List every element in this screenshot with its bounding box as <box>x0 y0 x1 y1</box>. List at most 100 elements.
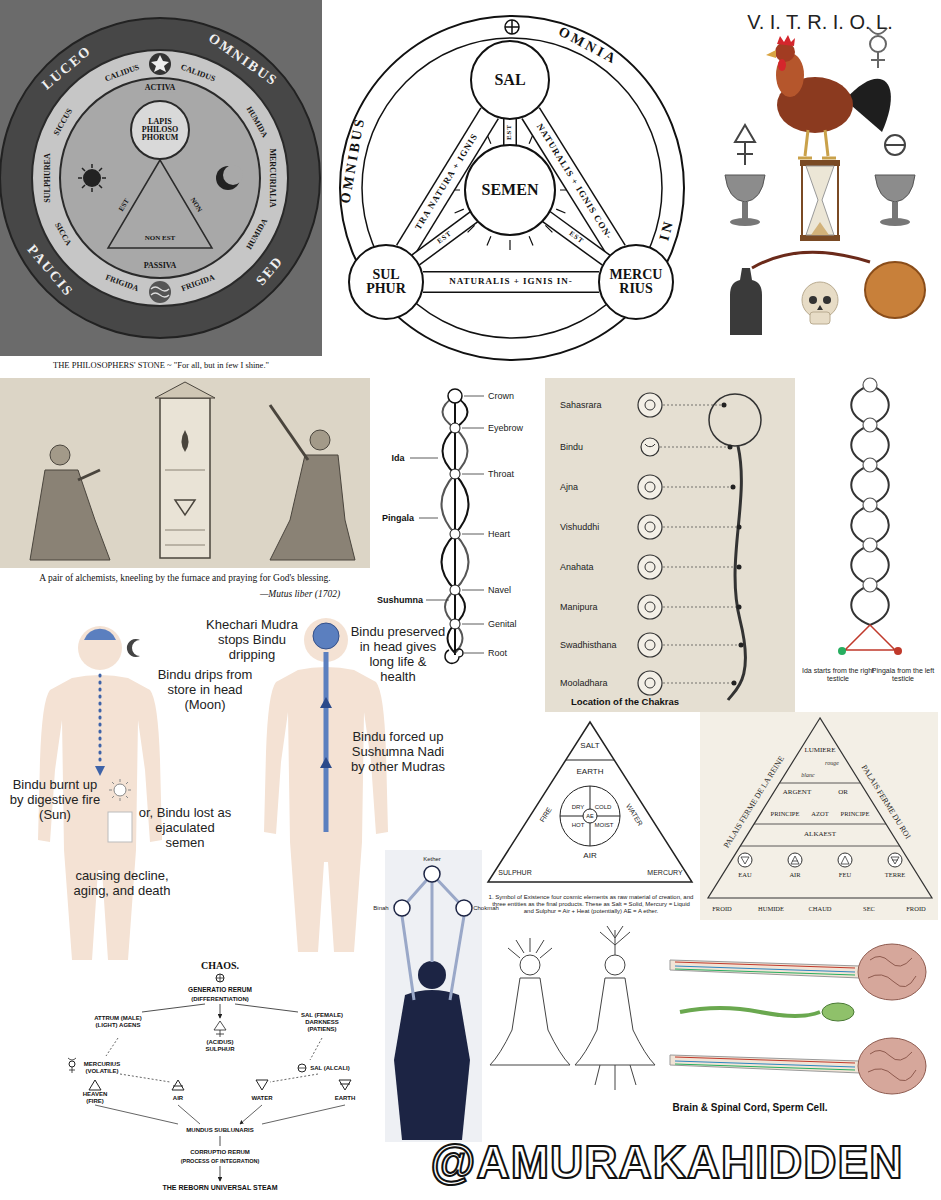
label-text: MERCURY <box>647 869 682 877</box>
label-text: Bindu burnt up by digestive fire (Sun) <box>5 778 105 823</box>
label-text: (DIFFERENTIATION) <box>191 996 249 1003</box>
label-text: Genital <box>488 619 517 629</box>
label-text: OMNIBUS <box>337 115 368 204</box>
label-text: Manipura <box>560 602 598 612</box>
label-text: WATER <box>251 1095 272 1102</box>
label-text: V. I. T. R. I. O. L. <box>747 11 893 34</box>
label-text: HUMIDA <box>244 217 269 251</box>
element-circle: SEMEN <box>464 144 556 236</box>
label-text: CORRUPTIO RERUM <box>190 1149 250 1156</box>
label-text: MERCURIUS (VOLATILE) <box>75 1061 130 1075</box>
label-text: Ajna <box>560 482 578 492</box>
label-text: DRY <box>572 804 585 811</box>
band-outline <box>503 119 517 145</box>
label-text: SAL (ALCALI) <box>310 1065 350 1072</box>
label-text: SALT <box>580 741 599 750</box>
label-text: Navel <box>488 585 511 595</box>
label-text: PALAIS FERME DE LA REINE <box>722 754 786 849</box>
label-text: 1. Symbol of Existence four cosmic eleme… <box>488 894 694 915</box>
label-text: SULPHUREA <box>43 153 52 202</box>
circle-shape <box>349 245 423 319</box>
label-text: AIR <box>789 871 800 878</box>
label-text: EAU <box>738 871 751 878</box>
label-text: Mooladhara <box>560 678 608 688</box>
band-inner <box>505 119 516 145</box>
label-text: Sahasrara <box>560 400 602 410</box>
label-text: SEC <box>863 905 875 912</box>
label-text: NON <box>188 195 204 214</box>
label-text: Throat <box>488 469 514 479</box>
label-text: CHAOS. <box>201 960 239 972</box>
label-text: Kether <box>423 856 441 863</box>
label-text: PALAIS FERME DU ROI <box>860 763 913 840</box>
node-text: SUL PHUR <box>364 268 409 296</box>
label-text: or, Bindu lost as ejaculated semen <box>135 806 235 851</box>
label-text: (ACIDUS) SULPHUR <box>195 1039 245 1053</box>
label-text: HEAVEN (FIRE) <box>75 1091 115 1105</box>
label-text: TERRE <box>885 871 906 878</box>
label-text: FROID <box>906 905 926 912</box>
label-text: PAUCIS <box>24 242 77 301</box>
label-text: THE PHILOSOPHERS' STONE ~ "For all, but … <box>53 361 269 371</box>
label-text: OMNIA <box>556 24 621 69</box>
label-text: SICCA <box>53 221 73 247</box>
label-text: FRIGIDA <box>180 273 216 293</box>
label-text: PRINCIPE <box>771 810 800 817</box>
label-text: Anahata <box>560 562 594 572</box>
label-text: EARTH <box>577 767 604 776</box>
edge-label: EST <box>567 230 586 247</box>
label-text: Swadhisthana <box>560 640 617 650</box>
edge-label: EST <box>506 123 514 141</box>
label-text: LUCEO <box>39 43 95 94</box>
label-text: WATER <box>624 802 644 827</box>
label-text: MERCURIALIA <box>267 148 276 207</box>
circle-shape <box>131 101 189 159</box>
label-text: CALIDUS <box>104 63 141 84</box>
element-circle: LAPIS PHILOSO PHORUM <box>130 100 190 160</box>
label-text: CALIDUS <box>180 63 217 84</box>
label-text: FEU <box>839 871 851 878</box>
label-text: blanc <box>801 772 814 779</box>
label-text: PASSIVA <box>143 261 178 270</box>
circle-shape <box>599 245 673 319</box>
band-outline <box>423 271 599 293</box>
element-circle: SAL <box>470 40 550 120</box>
element-circle: MERCU RIUS <box>598 244 674 320</box>
label-text: PRINCIPE <box>841 810 870 817</box>
node-text: SEMEN <box>470 182 550 198</box>
label-text: EST <box>117 196 132 213</box>
node-text: SAL <box>475 72 545 88</box>
label-text: Eyebrow <box>488 423 523 433</box>
label-text: HUMIDA <box>244 105 269 139</box>
node-text: LAPIS PHILOSO PHORUM <box>137 118 183 142</box>
label-text: —Mutus liber (1702) <box>260 589 340 600</box>
label-text: AIR <box>583 851 596 860</box>
label-text: SAL (FEMALE) DARKNESS (PATIENS) <box>295 1012 350 1033</box>
label-text: Chokmah <box>473 905 499 912</box>
label-text: Root <box>488 648 507 658</box>
label-text: AIR <box>173 1095 183 1102</box>
label-text: rouge <box>825 760 839 767</box>
label-text: Pingala from the left testicle <box>869 667 937 683</box>
label-text: SED <box>253 253 287 289</box>
label-text: Ida <box>391 453 404 463</box>
element-circle: SUL PHUR <box>348 244 424 320</box>
label-text: Vishuddhi <box>560 522 599 532</box>
watermark: @AMURAKAHIDDEN <box>431 1136 904 1189</box>
label-text: MOIST <box>595 822 614 829</box>
label-text: EARTH <box>335 1095 356 1102</box>
label-text: FIRE <box>538 806 553 824</box>
label-text: causing decline, aging, and death <box>66 869 178 899</box>
label-text: THE REBORN UNIVERSAL STEAM <box>163 1184 278 1192</box>
label-text: COLD <box>595 804 612 811</box>
label-text: ACTIVA <box>144 83 177 92</box>
label-text: (PROCESS OF INTEGRATION) <box>181 1158 260 1164</box>
label-text: OMNIBUS <box>205 30 281 90</box>
label-text: MUNDUS SUBLUNARIS <box>186 1127 253 1134</box>
label-text: Ida starts from the right testicle <box>802 667 874 683</box>
label-text: SULPHUR <box>498 869 531 877</box>
label-text: LUMIERE <box>804 746 835 754</box>
label-text: Pingala <box>382 513 414 523</box>
label-text: AZOT <box>811 810 828 817</box>
